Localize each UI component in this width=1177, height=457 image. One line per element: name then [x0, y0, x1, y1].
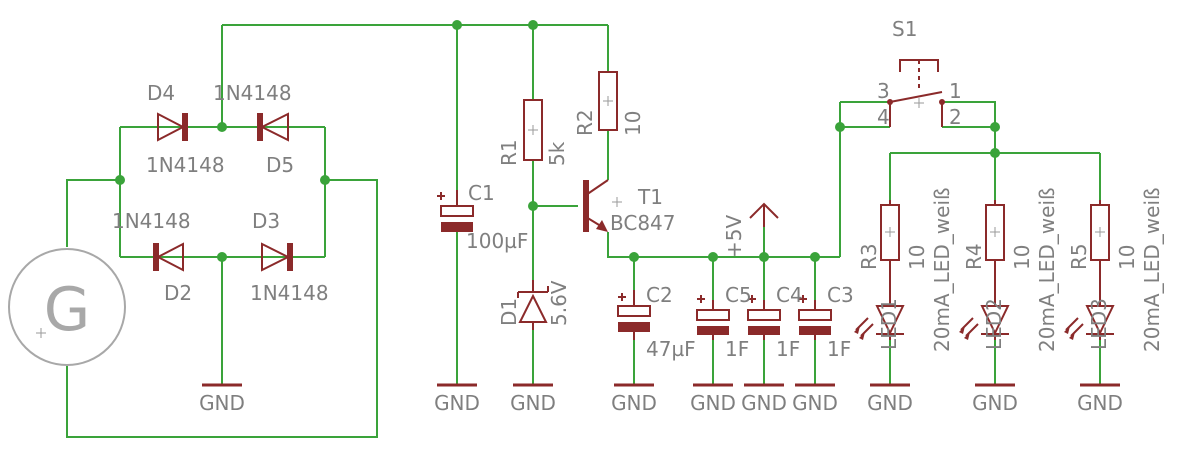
gnd-label-led1: GND	[867, 391, 913, 415]
label-led2: LED2	[982, 298, 1006, 350]
led-3	[1064, 290, 1115, 340]
label-r5: R5	[1067, 243, 1091, 270]
label-c4: C4	[776, 283, 803, 307]
label-c2: C2	[646, 283, 673, 307]
label-t1: T1	[637, 185, 663, 209]
resistor-r4	[985, 200, 1005, 290]
resistor-r5	[1090, 200, 1110, 290]
label-d4-value: 1N4148	[213, 81, 292, 105]
label-s1-pin3: 3	[877, 79, 890, 103]
label-c4-value: 1F	[776, 337, 800, 361]
wires	[66, 24, 1101, 438]
label-c5-value: 1F	[725, 337, 749, 361]
gnd-label-bridge: GND	[199, 391, 245, 415]
capacitor-c2	[617, 290, 651, 340]
label-led2-value-2: 20mA_LED_weiß	[1035, 187, 1059, 352]
capacitor-c4	[747, 295, 781, 340]
label-d1-value: 5.6V	[547, 280, 571, 326]
label-c1: C1	[468, 181, 495, 205]
label-s1-pin4: 4	[877, 105, 890, 129]
resistor-r1	[523, 99, 543, 161]
label-r3: R3	[857, 243, 881, 270]
resistor-r3	[880, 200, 900, 290]
capacitor-c1	[437, 190, 474, 232]
label-d2: D2	[164, 281, 192, 305]
label-t1-value: BC847	[610, 211, 676, 235]
label-r2-value: 10	[621, 111, 645, 136]
label-vcc: +5V	[722, 215, 746, 258]
label-d3: D3	[252, 209, 280, 233]
gnd-label-led3: GND	[1077, 391, 1123, 415]
resistor-r2	[598, 71, 618, 131]
supply-arrow-5v	[749, 202, 779, 227]
diode-d3	[261, 242, 293, 272]
label-led1: LED1	[877, 298, 901, 350]
label-c2-value: 47µF	[646, 337, 696, 361]
label-r4-value: 10	[1010, 245, 1034, 270]
diode-d4	[157, 112, 188, 142]
component-labels: D4 1N4148 1N4148 D5 1N4148 D3 D2 1N4148 …	[112, 17, 1164, 361]
zener-d1	[517, 280, 549, 330]
label-led3-value-2: 20mA_LED_weiß	[1140, 187, 1164, 352]
label-r3-value: 10	[905, 245, 929, 270]
label-r1-value: 5k	[545, 141, 569, 166]
label-led1-value-2: 20mA_LED_weiß	[930, 187, 954, 352]
gnd-label-c1: GND	[434, 391, 480, 415]
label-r1: R1	[497, 139, 521, 166]
gnd-label-c2: GND	[611, 391, 657, 415]
label-d3-value: 1N4148	[250, 281, 329, 305]
label-c1-value: 100µF	[466, 229, 528, 253]
gnd-label-c3: GND	[792, 391, 838, 415]
label-r4: R4	[962, 243, 986, 270]
label-c3-value: 1F	[827, 337, 851, 361]
junctions	[115, 20, 1000, 262]
generator-symbol: G	[8, 248, 126, 366]
diode-d2	[153, 242, 184, 272]
label-d1: D1	[497, 298, 521, 326]
label-s1-pin2: 2	[949, 105, 962, 129]
label-c5: C5	[725, 283, 752, 307]
label-s1: S1	[892, 17, 917, 41]
label-r2: R2	[573, 109, 597, 136]
label-d4: D4	[147, 81, 175, 105]
transistor-t1	[583, 179, 622, 232]
label-s1-pin1: 1	[949, 79, 962, 103]
gnd-label-d1: GND	[510, 391, 556, 415]
gnd-label-c5: GND	[690, 391, 736, 415]
label-d2-value: 1N4148	[112, 209, 191, 233]
capacitor-c5	[696, 295, 730, 340]
switch-s1	[887, 59, 945, 127]
led-1	[854, 290, 905, 340]
generator-label: G	[44, 275, 91, 345]
gnd-label-led2: GND	[972, 391, 1018, 415]
label-d5-value: 1N4148	[146, 153, 225, 177]
label-d5: D5	[266, 153, 294, 177]
label-c3: C3	[827, 283, 854, 307]
led-2	[959, 290, 1010, 340]
gnd-label-c4: GND	[741, 391, 787, 415]
label-led3: LED3	[1087, 298, 1111, 350]
capacitor-c3	[798, 295, 832, 340]
gnd-labels: GND GND GND GND GND GND GND GND GND GND	[199, 391, 1123, 415]
label-r5-value: 10	[1115, 245, 1139, 270]
diode-d5	[257, 112, 289, 142]
